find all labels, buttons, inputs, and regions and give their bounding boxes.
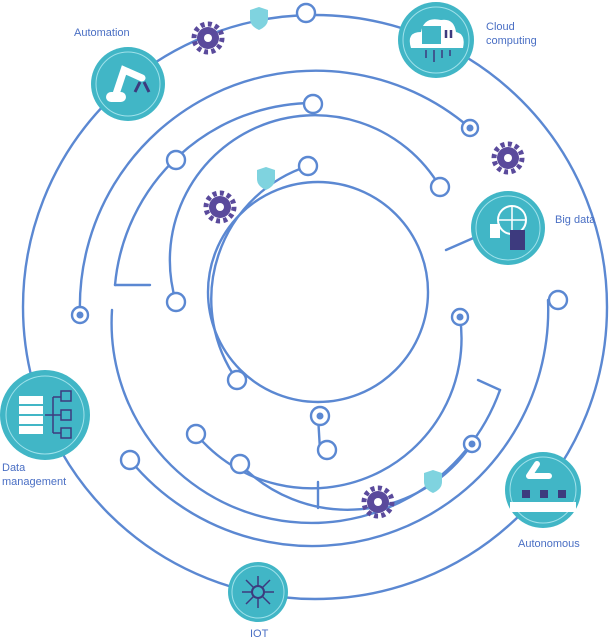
ring-3b [110, 308, 502, 525]
autonomous-label: Autonomous [518, 538, 580, 550]
automation-label: Automation [74, 27, 130, 39]
iot-label: IOT [250, 628, 269, 640]
node [119, 449, 141, 471]
shield-lock-icon [250, 7, 442, 493]
gear-icon [191, 21, 525, 519]
node [297, 155, 319, 177]
iot-icon [228, 562, 288, 622]
node [226, 369, 248, 391]
node [165, 291, 187, 313]
big-data-label: Big data [555, 214, 596, 226]
big-data-icon [471, 191, 545, 265]
data-management-icon [0, 370, 90, 460]
cloud-label-line1: Cloud [486, 21, 515, 33]
data-management-label: Data management [2, 461, 66, 489]
cloud-computing-label: Cloud computing [486, 20, 537, 48]
cloud-label-line2: computing [486, 35, 537, 47]
data-mgmt-line1: Data [2, 462, 26, 474]
connector [476, 378, 502, 392]
automation-icon [91, 47, 165, 121]
node [229, 453, 251, 475]
ring-2b [128, 298, 550, 548]
node [165, 149, 187, 171]
node [316, 439, 338, 461]
node [302, 93, 324, 115]
node [185, 423, 207, 445]
data-mgmt-line2: management [2, 476, 67, 488]
node [295, 2, 317, 24]
inner-ring [206, 180, 430, 404]
node [429, 176, 451, 198]
ring-4 [168, 114, 442, 304]
ring-5 [210, 164, 310, 382]
ring-2 [78, 69, 472, 317]
cloud-computing-icon [398, 2, 474, 78]
node [547, 289, 569, 311]
autonomous-icon [505, 452, 581, 528]
connector [238, 442, 474, 511]
